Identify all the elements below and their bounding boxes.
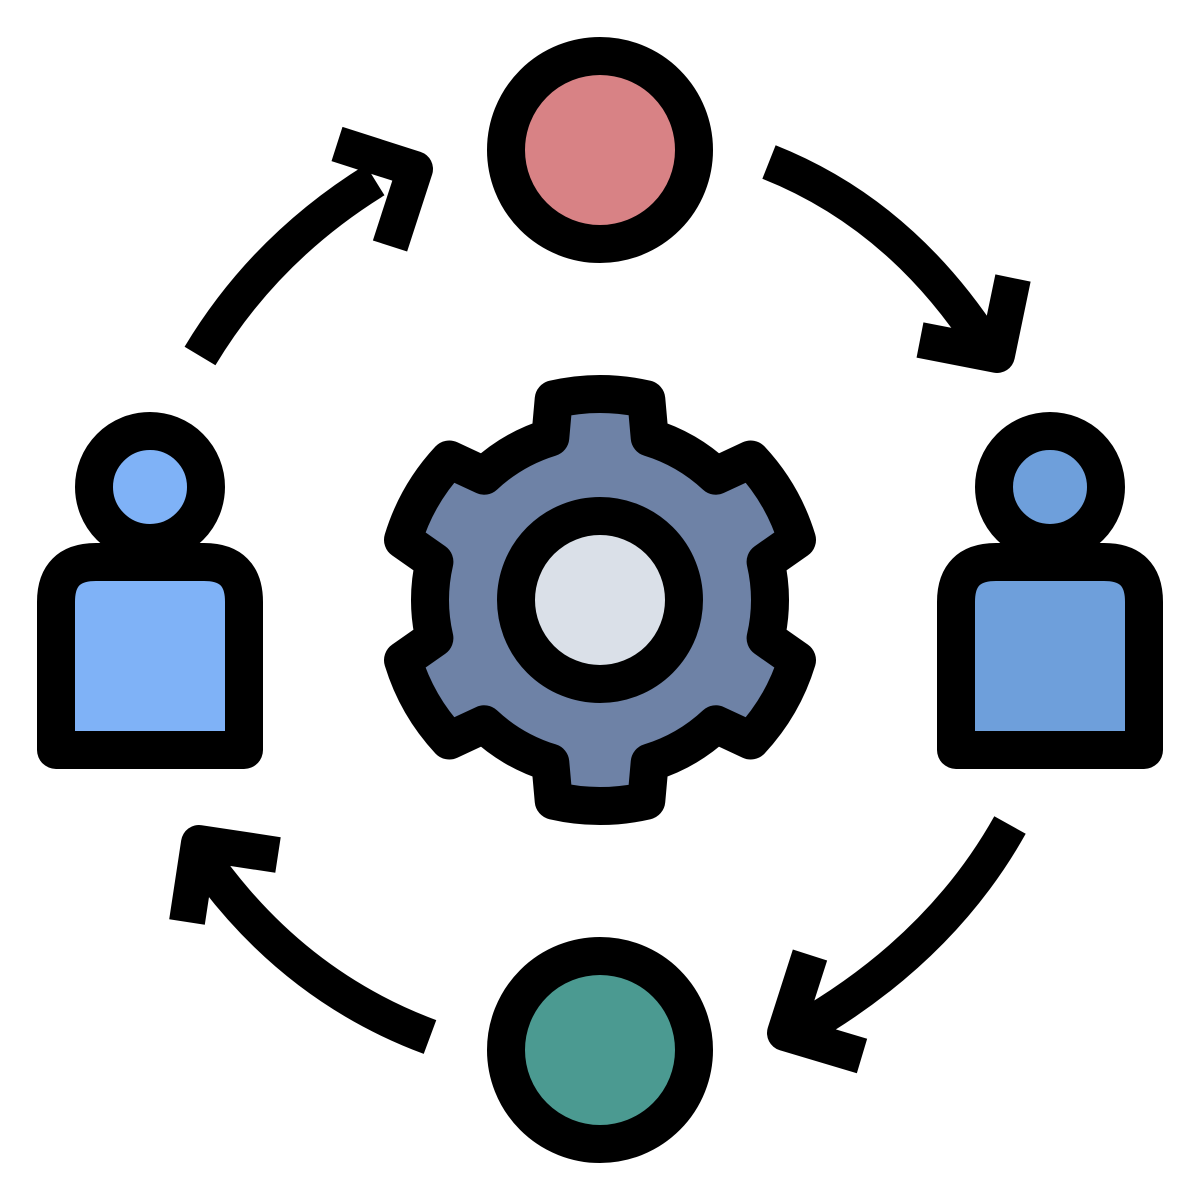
left-person-body [37,543,263,769]
arrow-top-to-right [762,145,1031,373]
top-node-circle [487,37,713,263]
gear-icon [384,375,816,825]
left-person-head [75,412,225,562]
cycle-arrows [169,126,1031,1074]
arrow-left-to-top [184,126,433,366]
right-person-icon [937,412,1163,769]
right-person-body [937,543,1163,769]
bottom-node-circle [487,937,713,1163]
left-person-icon [37,412,263,769]
gear-hub [497,497,703,703]
arrow-bottom-to-left [169,825,437,1054]
arrow-right-to-bottom [767,816,1026,1074]
right-person-head [975,412,1125,562]
